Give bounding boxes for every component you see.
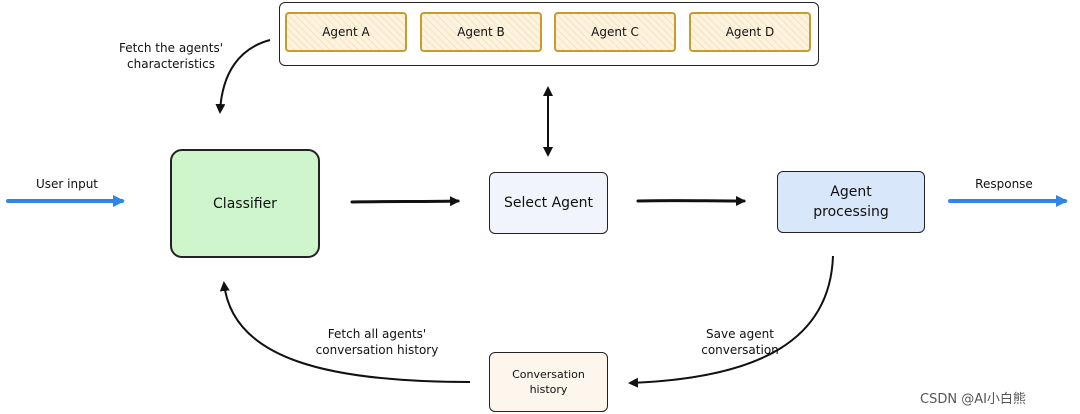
watermark: CSDN @AI小白熊 <box>920 392 1026 407</box>
agent-c-box[interactable]: Agent C <box>554 12 676 52</box>
user-input-label: User input <box>35 177 99 191</box>
save-conversation-arrow <box>628 255 834 388</box>
select-agent-node[interactable]: Select Agent <box>489 172 608 234</box>
agent-a-box[interactable]: Agent A <box>285 12 407 52</box>
classifier-to-select-arrow <box>350 196 460 207</box>
response-label: Response <box>975 177 1033 191</box>
agent-b-box[interactable]: Agent B <box>420 12 542 52</box>
fetch-history-arrow <box>219 281 471 383</box>
conversation-history-node[interactable]: Conversation history <box>489 352 608 412</box>
fetch-history-label: Fetch all agents' conversation history <box>315 327 439 357</box>
classifier-node[interactable]: Classifier <box>170 149 320 258</box>
fetch-characteristics-label: Fetch the agents' characteristics <box>118 41 224 71</box>
save-conversation-label: Save agent conversation <box>701 327 779 357</box>
agent-processing-node[interactable]: Agent processing <box>777 171 925 233</box>
fetch-characteristics-arrow <box>215 39 271 114</box>
agent-d-box[interactable]: Agent D <box>689 12 811 52</box>
